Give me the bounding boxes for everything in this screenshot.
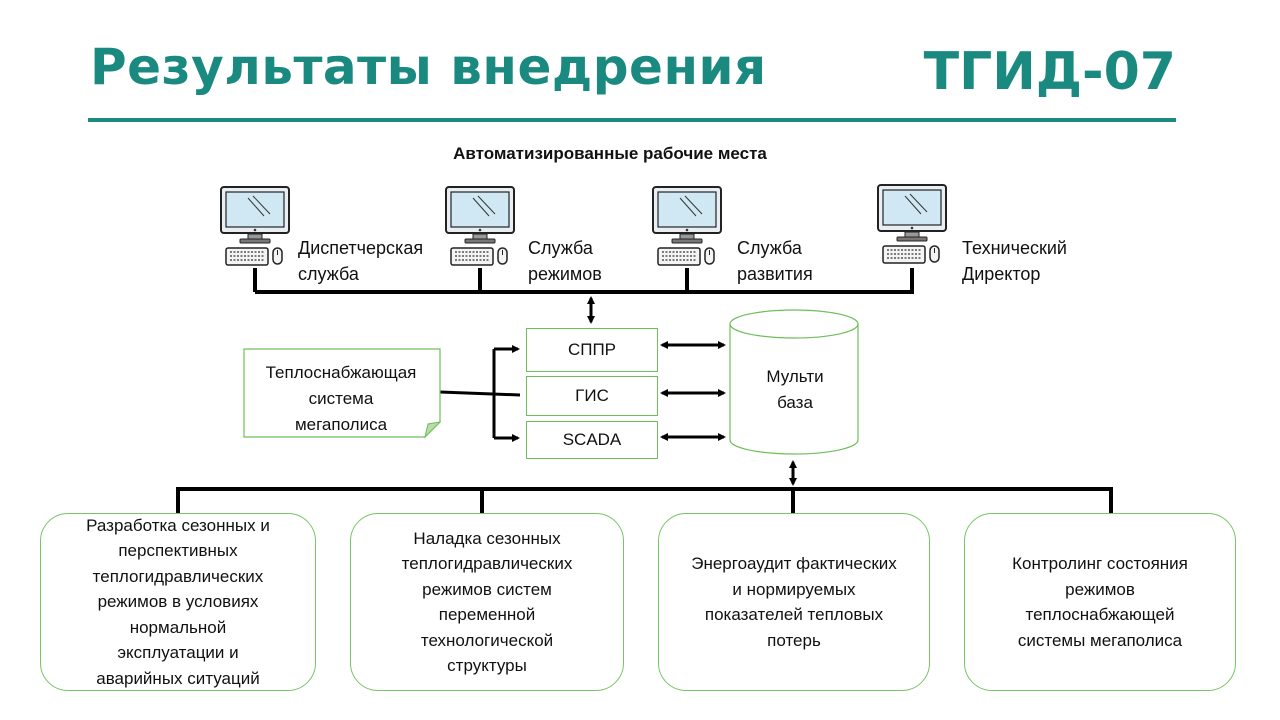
workstation-label-line2: служба: [298, 264, 359, 284]
module-line: потерь: [767, 630, 821, 650]
workstation-label-development: Служба развития: [737, 235, 813, 287]
module-line: структуры: [447, 656, 527, 675]
system-box-scada: SCADA: [526, 421, 658, 459]
database-cylinder: [729, 309, 859, 455]
workstations-heading: Автоматизированные рабочие места: [453, 144, 767, 163]
page-title: Результаты внедрения: [90, 38, 767, 96]
module-energy-audit: Энергоаудит фактических и нормируемых по…: [658, 513, 930, 691]
module-line: эксплуатации и: [117, 643, 239, 663]
module-line: технологической: [420, 630, 554, 650]
modules-bus: [176, 487, 1113, 513]
module-controlling: Контролинг состояния режимов теплоснабжа…: [964, 513, 1236, 691]
source-line: система: [308, 389, 374, 408]
project-code: ТГИД-07: [923, 42, 1176, 102]
computer-icon: [445, 186, 515, 266]
source-line: мегаполиса: [294, 415, 388, 434]
workstation-label-line2: развития: [737, 264, 813, 284]
module-line: теплогидравлических: [401, 554, 573, 573]
workstation-label-line1: Технический: [962, 238, 1067, 258]
workstation-label-dispatch: Диспетчерская служба: [298, 235, 423, 287]
module-line: системы мегаполиса: [1017, 630, 1183, 650]
computer-icon: [220, 186, 290, 266]
title-divider: [88, 118, 1176, 122]
module-line: и нормируемых: [732, 579, 856, 599]
workstation-label-line1: Служба: [737, 238, 802, 258]
module-line: Контролинг состояния: [1012, 554, 1188, 573]
module-line: режимов систем: [422, 579, 552, 599]
computer-icon: [652, 186, 722, 266]
workstation-label-line1: Служба: [528, 238, 593, 258]
module-line: аварийных ситуаций: [96, 668, 260, 688]
module-line: переменной: [438, 605, 536, 624]
workstation-label-director: Технический Директор: [962, 235, 1067, 287]
source-line: Теплоснабжающая: [265, 363, 417, 382]
module-development: Разработка сезонных и перспективных тепл…: [40, 513, 316, 691]
system-box-gis: ГИС: [526, 376, 658, 416]
source-document: Теплоснабжающая система мегаполиса: [246, 360, 436, 438]
workstation-label-line1: Диспетчерская: [298, 238, 424, 258]
module-line: Энергоаудит фактических: [691, 554, 897, 573]
module-line: нормальной: [129, 617, 227, 637]
workstation-label-line2: Директор: [962, 264, 1041, 284]
database-label-line: база: [777, 393, 813, 412]
module-adjustment: Наладка сезонных теплогидравлических реж…: [350, 513, 624, 691]
database-label: Мульти база: [730, 364, 860, 416]
workstation-label-line2: режимов: [528, 264, 602, 284]
source-to-systems: [439, 345, 521, 442]
workstation-bus: [253, 268, 914, 294]
module-line: теплогидравлических: [92, 566, 264, 586]
module-line: Разработка сезонных и: [86, 515, 270, 535]
database-label-line: Мульти: [766, 367, 824, 386]
module-line: перспективных: [118, 541, 238, 561]
module-line: Наладка сезонных: [413, 528, 561, 548]
workstation-label-modes: Служба режимов: [528, 235, 602, 287]
module-line: показателей тепловых: [704, 605, 884, 624]
computer-icon: [877, 184, 947, 264]
module-line: режимов в условиях: [97, 592, 259, 612]
module-line: режимов: [1065, 579, 1135, 599]
module-line: теплоснабжающей: [1025, 605, 1175, 624]
system-box-sppr: СППР: [526, 328, 658, 372]
